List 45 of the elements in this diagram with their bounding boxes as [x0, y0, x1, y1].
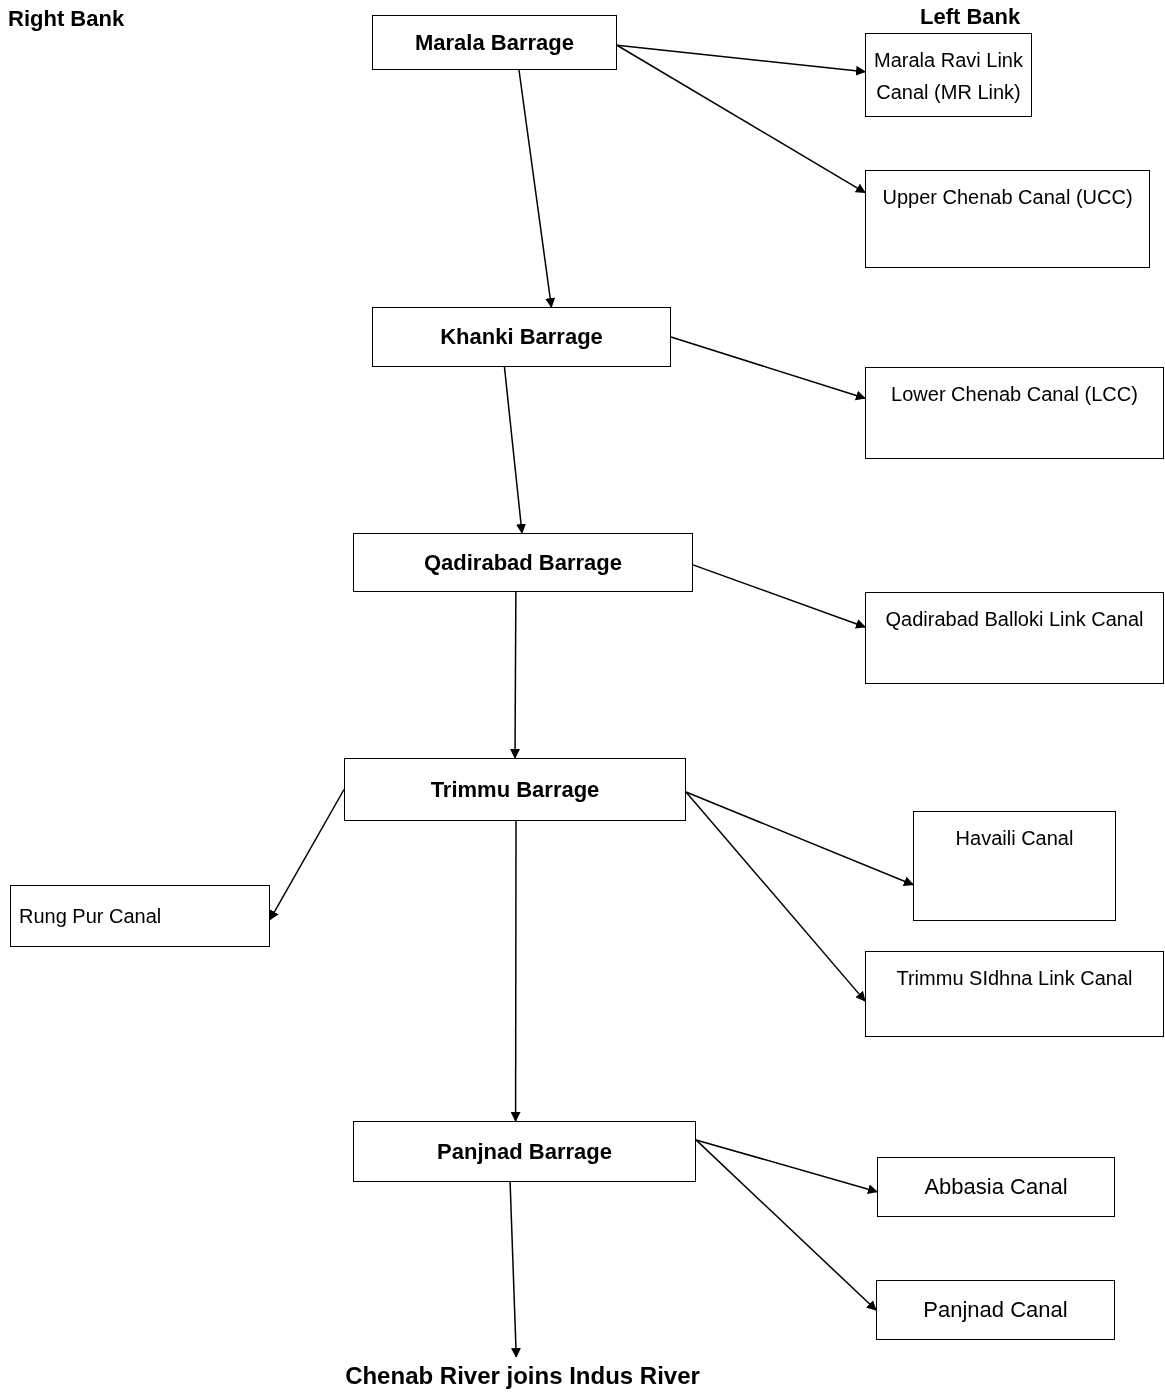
arrow [695, 1139, 878, 1195]
arrow [685, 791, 866, 1002]
node-label: Qadirabad Balloki Link Canal [885, 607, 1144, 632]
node-label: Panjnad Barrage [437, 1137, 612, 1166]
node-label: Trimmu SIdhna Link Canal [896, 966, 1133, 991]
node-label: Qadirabad Barrage [423, 548, 623, 577]
barrage-box [372, 15, 617, 70]
canal-box [865, 951, 1164, 1037]
node-label: Havaili Canal [955, 826, 1074, 851]
barrage-box [353, 533, 693, 592]
arrow [695, 1139, 877, 1311]
node-label: Marala Ravi Link Canal (MR Link) [874, 48, 1023, 105]
barrage-box [353, 1121, 696, 1182]
arrow [509, 1181, 521, 1358]
node-label: Marala Barrage [415, 28, 574, 57]
bank-label: Left Bank [920, 4, 1021, 30]
canal-box [865, 592, 1164, 684]
arrow [503, 366, 526, 534]
node-label: Lower Chenab Canal (LCC) [891, 382, 1138, 407]
node-label: Trimmu Barrage [430, 775, 600, 804]
arrow [685, 791, 914, 886]
node-label: Upper Chenab Canal (UCC) [882, 185, 1133, 210]
barrage-box [372, 307, 671, 367]
arrow [510, 820, 521, 1122]
node-label: Panjnad Canal [923, 1296, 1068, 1325]
arrow [670, 336, 866, 401]
arrow [692, 564, 866, 629]
arrow [510, 591, 521, 759]
outlet-label: Chenab River joins Indus River [345, 1360, 700, 1391]
canal-box [865, 33, 1032, 117]
canal-box [10, 885, 270, 947]
canal-box [865, 170, 1150, 268]
arrow [518, 69, 556, 308]
arrow [269, 788, 345, 921]
node-label: Abbasia Canal [924, 1173, 1068, 1202]
canal-box [876, 1280, 1115, 1340]
canal-box [913, 811, 1116, 921]
canal-box [865, 367, 1164, 459]
arrow [616, 44, 866, 76]
node-label: Rung Pur Canal [19, 904, 163, 929]
arrow [616, 44, 866, 194]
barrage-box [344, 758, 686, 821]
canal-box [877, 1157, 1115, 1217]
bank-label: Right Bank [8, 6, 125, 32]
node-label: Khanki Barrage [440, 323, 603, 352]
